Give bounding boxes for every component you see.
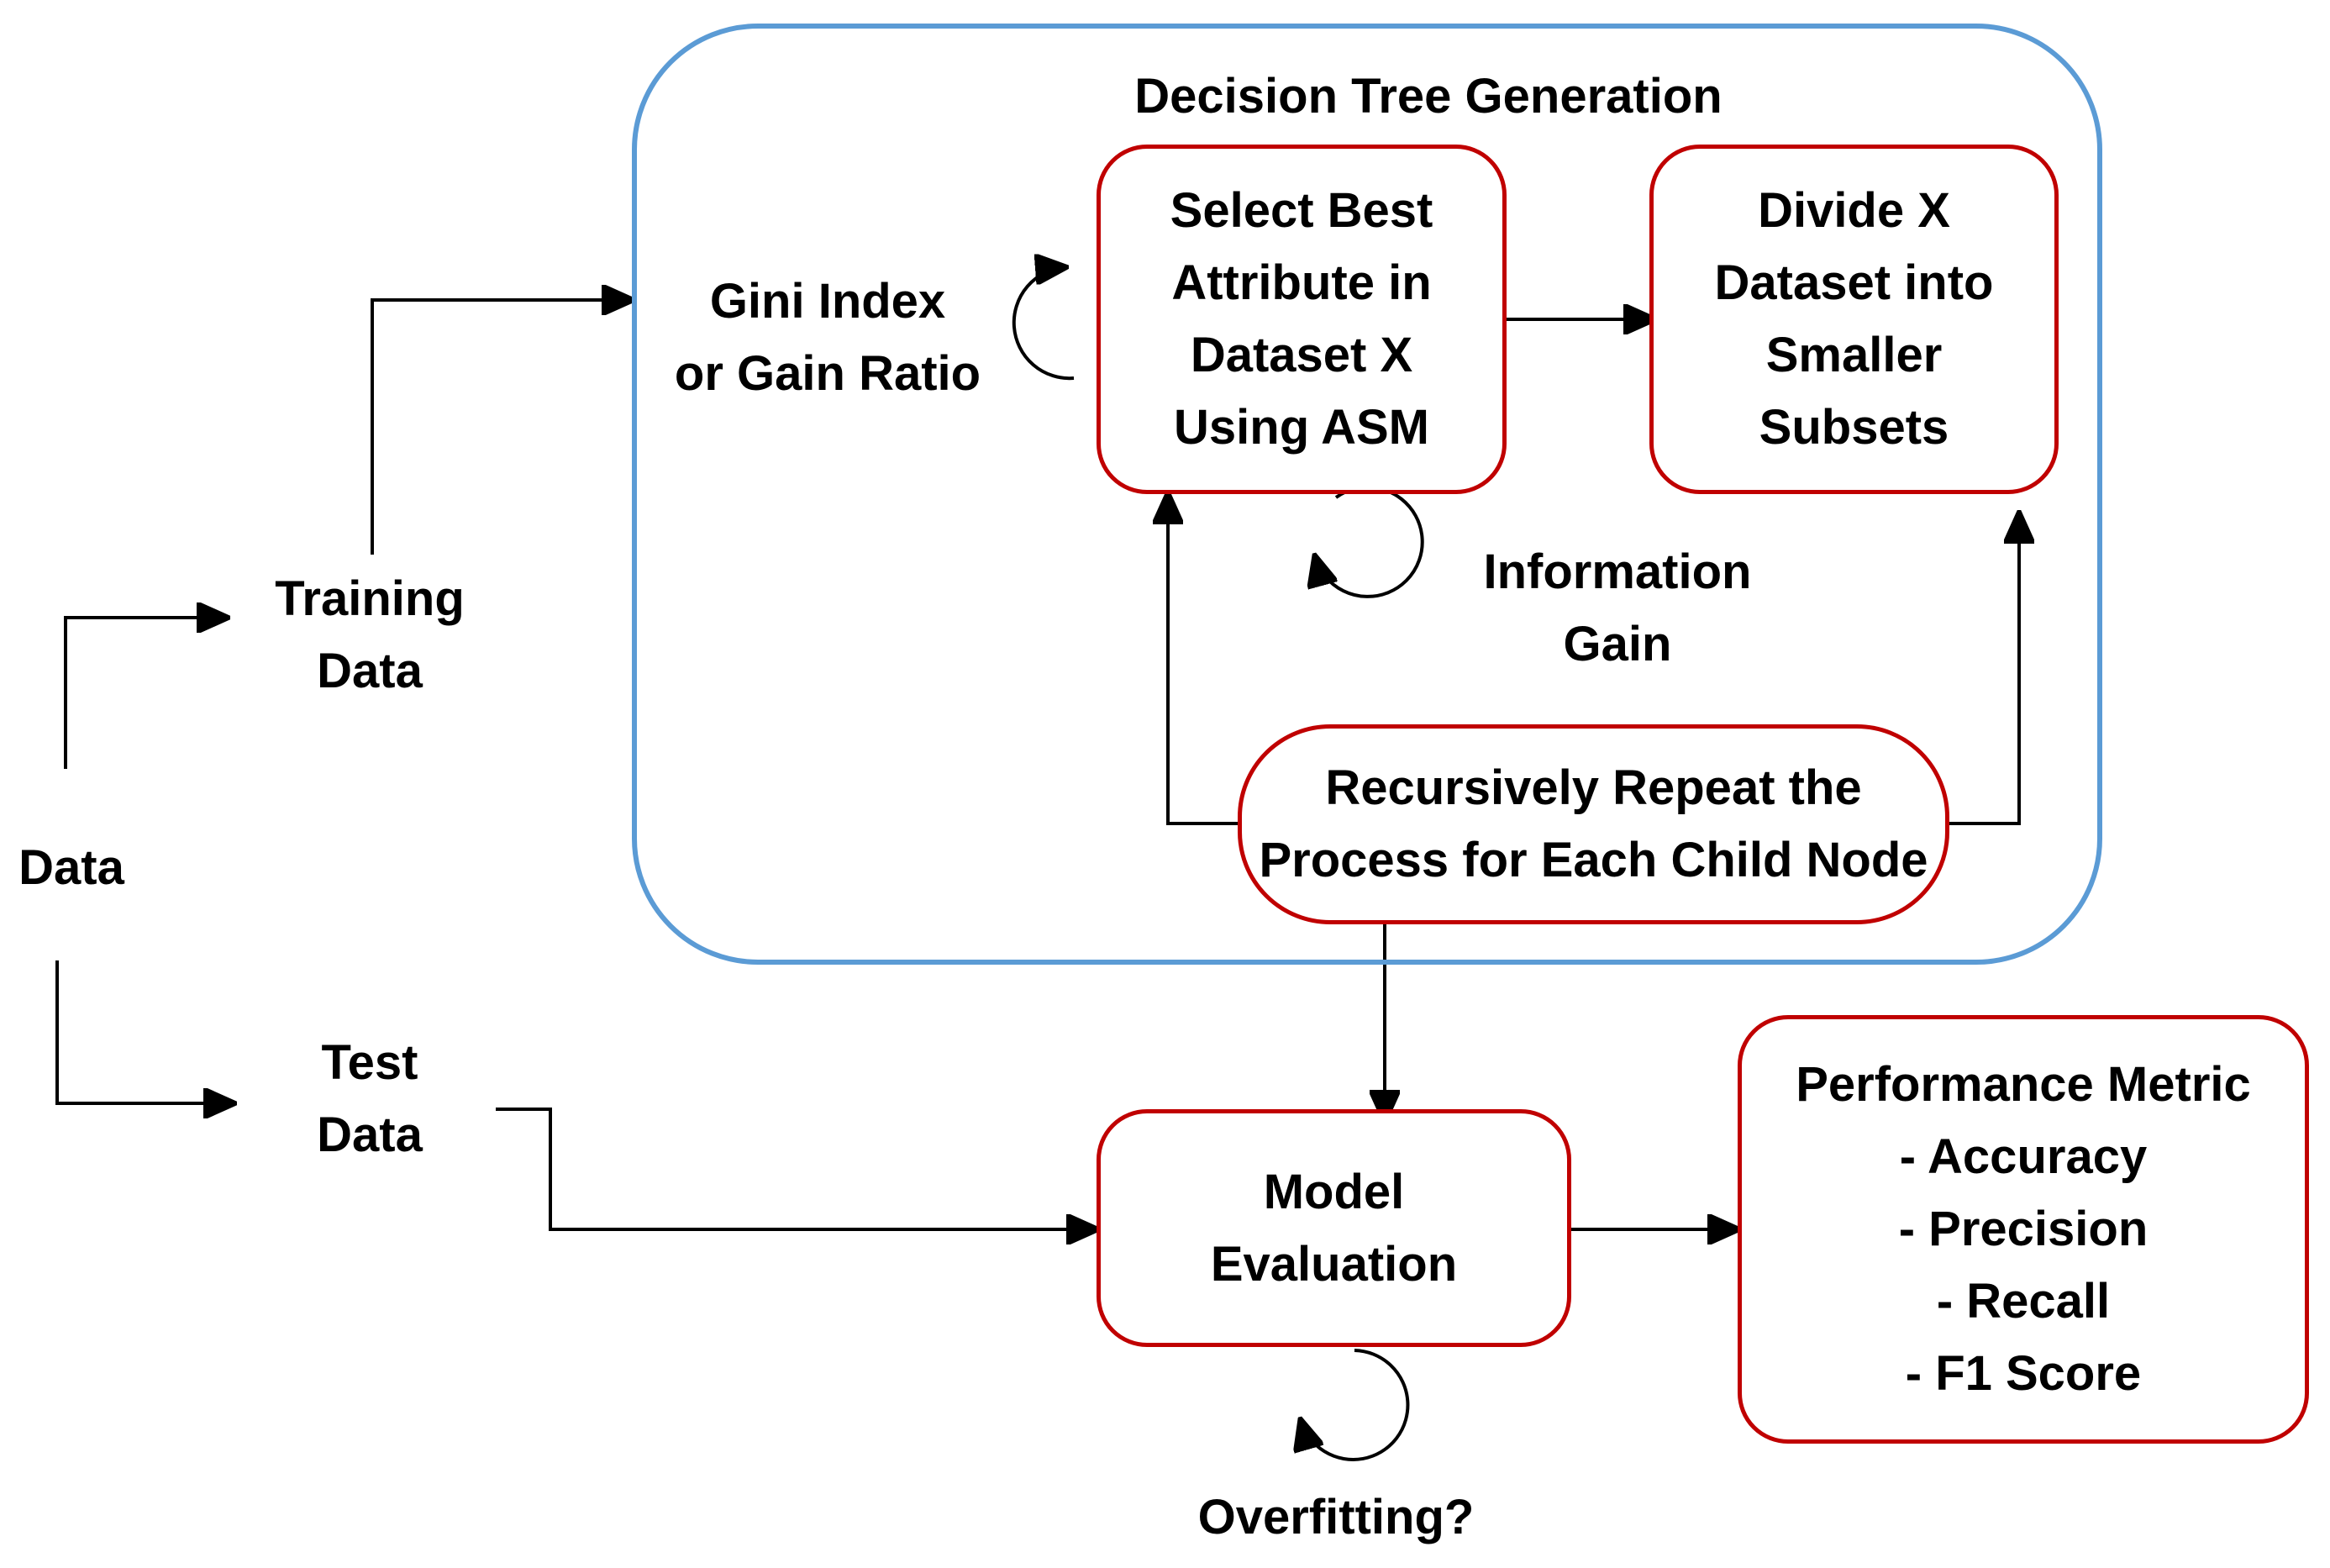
arrow-recursive-to-select: [1168, 494, 1238, 825]
test-data-label: Test Data: [317, 1035, 423, 1162]
divide-box: Divide X Dataset into Smaller Subsets: [1649, 145, 2059, 494]
loop-arrow-gini: [1012, 267, 1075, 381]
overfitting-label: Overfitting?: [1197, 1490, 1475, 1544]
loop-arrow-overfitting: [1301, 1349, 1410, 1461]
arrow-training-to-tree: [371, 300, 632, 555]
performance-metric-box: Performance Metric - Accuracy - Precisio…: [1738, 1015, 2309, 1444]
arrow-test-to-evaluation: [496, 1108, 1097, 1229]
model-evaluation-text: Model Evaluation: [1210, 1164, 1458, 1292]
arrow-data-to-training-line: [64, 618, 227, 769]
arrow-data-to-training: [64, 613, 228, 769]
divide-text: Divide X Dataset into Smaller Subsets: [1714, 183, 1994, 455]
group-title: Decision Tree Generation: [1134, 69, 1723, 124]
performance-metric-text: Performance Metric - Accuracy - Precisio…: [1796, 1057, 2251, 1401]
arrow-data-to-test: [55, 960, 234, 1103]
recursive-text: Recursively Repeat the Process for Each …: [1259, 760, 1928, 887]
model-evaluation-box: Model Evaluation: [1097, 1109, 1571, 1347]
gini-label: Gini Index or Gain Ratio: [674, 274, 981, 401]
arrow-recursive-to-divide: [1949, 513, 2019, 825]
select-best-box: Select Best Attribute in Dataset X Using…: [1097, 145, 1507, 494]
info-gain-label: Information Gain: [1483, 545, 1752, 671]
decision-tree-group: [632, 24, 2102, 965]
data-label: Data: [18, 840, 124, 895]
select-best-text: Select Best Attribute in Dataset X Using…: [1170, 183, 1433, 455]
training-data-label: Training Data: [275, 571, 465, 698]
recursive-box: Recursively Repeat the Process for Each …: [1238, 724, 1949, 924]
